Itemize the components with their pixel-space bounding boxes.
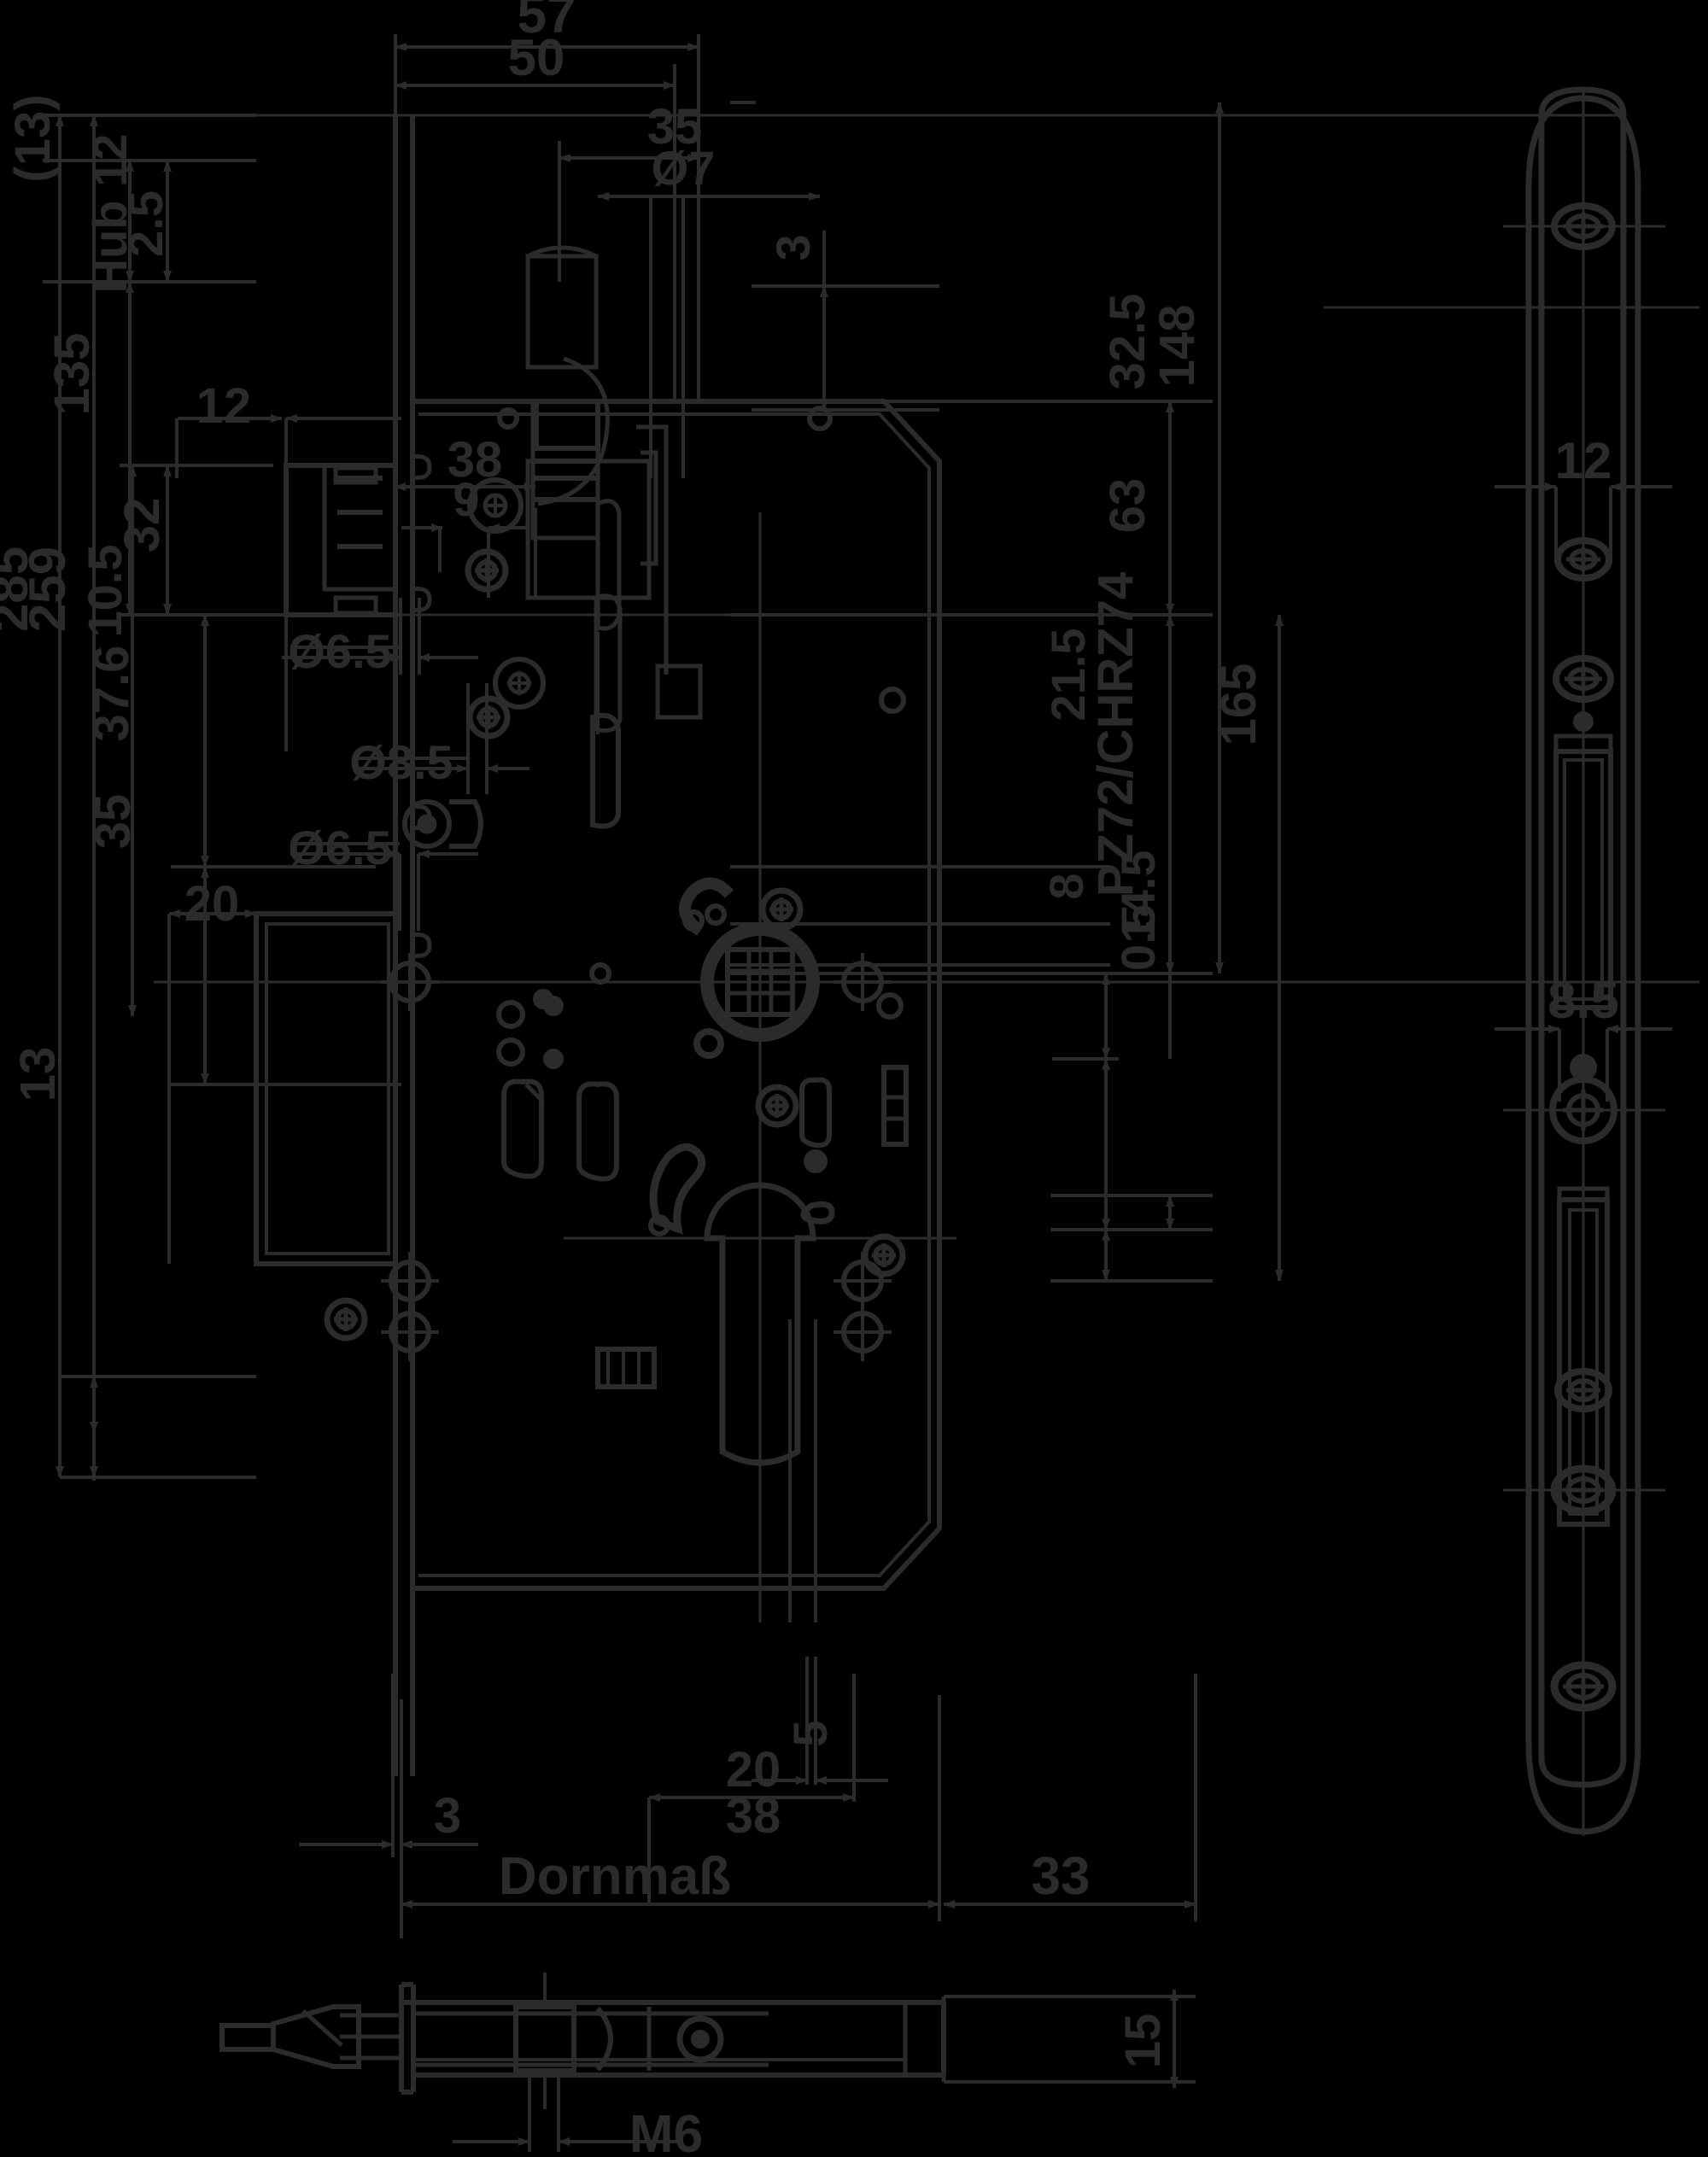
dim-32: 32: [114, 498, 170, 553]
faceplate-features: [402, 454, 483, 958]
lower-block: [254, 911, 398, 1266]
dim-dia65-lower: Ø6.5: [288, 821, 391, 874]
dim-dia7: Ø7: [652, 141, 716, 195]
dim-0p5: 0.5: [1111, 904, 1165, 971]
dim-15: 15: [1115, 2014, 1171, 2069]
section-dimension-lines: [453, 1989, 1196, 2152]
dim-dia65-upper: Ø6.5: [288, 624, 391, 678]
dim-33: 33: [1032, 1847, 1091, 1906]
body-holes: [327, 406, 909, 1622]
dim-12-left: 12: [196, 378, 252, 434]
dim-35: 35: [647, 99, 703, 155]
dim-37p6: 37.6: [84, 646, 139, 742]
dim-14p5: 14.5: [1111, 851, 1165, 944]
faceplate-front-view: [1525, 86, 1641, 1835]
dim-21p5: 21.5: [1041, 628, 1095, 722]
dim-dia85: Ø8.5: [349, 735, 453, 789]
dim-57: 57: [518, 0, 576, 44]
dim-135: 135: [44, 333, 100, 416]
dim-38-mid: 38: [447, 432, 503, 488]
dim-2p5: 2.5: [119, 190, 173, 257]
dim-3-bottom: 3: [434, 1788, 461, 1844]
dim-hub12: Hub 12: [83, 134, 137, 294]
dim-35-left: 35: [85, 794, 141, 850]
dim-32p5: 32.5: [1100, 294, 1155, 390]
faceplate-dimension-lines: [1494, 482, 1672, 1102]
dim-9: 9: [453, 472, 479, 526]
dimension-labels: 57 50 35 Ø7 3 (13) Hub 12 2.5 135 285 25…: [0, 0, 1619, 2157]
dim-285: 285: [0, 547, 38, 632]
dim-13-bottom: 13: [10, 1047, 66, 1102]
dim-dornmass: Dornmaß: [499, 1847, 731, 1906]
dim-50: 50: [508, 29, 565, 86]
dim-20-left: 20: [184, 876, 240, 932]
dim-12-faceplate: 12: [1555, 432, 1612, 489]
dim-8: 8: [1039, 873, 1093, 899]
dim-13-paren: (13): [5, 94, 61, 182]
dim-259: 259: [19, 547, 76, 632]
section-side-view: [219, 1973, 946, 2109]
dim-pz: PZ72/CHRZ74: [1088, 572, 1144, 897]
dim-m6: M6: [629, 2105, 703, 2157]
dim-8p5-faceplate: 8.5: [1547, 972, 1618, 1029]
dim-38-bottom: 38: [726, 1788, 781, 1844]
dim-148: 148: [1149, 305, 1205, 388]
dim-165: 165: [1211, 663, 1266, 746]
dim-3-top: 3: [766, 234, 820, 260]
dim-20-bottom: 20: [726, 1742, 781, 1798]
dim-63: 63: [1100, 478, 1155, 534]
dim-5: 5: [783, 1720, 837, 1746]
dim-10p5: 10.5: [78, 545, 132, 638]
